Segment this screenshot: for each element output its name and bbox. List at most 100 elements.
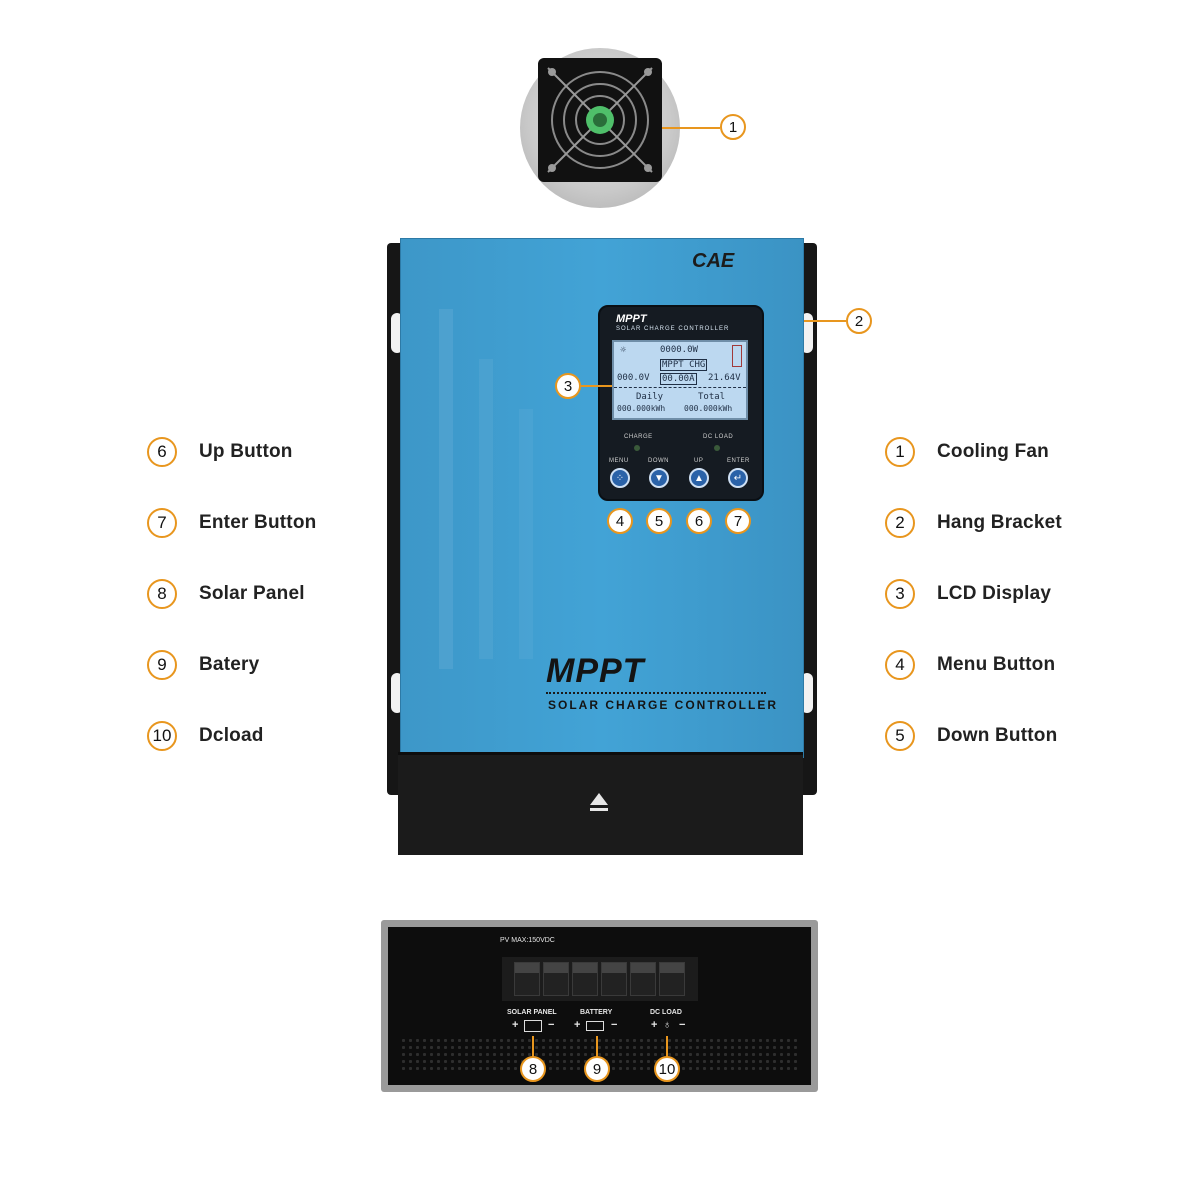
up-button-label: UP	[694, 458, 704, 464]
terminal-cover	[398, 752, 803, 855]
lcd-pv-voltage: 000.0V	[617, 373, 650, 383]
load-plus-sign: +	[651, 1019, 658, 1031]
lightbulb-icon: ♁	[663, 1019, 672, 1031]
dcload-led	[714, 445, 720, 451]
lcd-current: 00.00A	[660, 373, 697, 385]
legend-badge: 6	[147, 437, 177, 467]
brand-logo: CAE	[692, 250, 735, 272]
battery-icon	[586, 1021, 604, 1031]
up-button[interactable]: ▲	[689, 468, 709, 488]
cooling-fan	[538, 58, 662, 182]
callout-9: 9	[584, 1056, 610, 1082]
legend-badge: 5	[885, 721, 915, 751]
bracket-slot	[801, 313, 813, 353]
solar-plus-sign: +	[512, 1019, 519, 1031]
legend-item: 2 Hang Bracket	[885, 506, 1062, 540]
enter-button-label: ENTER	[727, 458, 750, 464]
cover-ridge	[519, 409, 533, 659]
dcload-leader-line	[666, 1036, 668, 1058]
battery-label: BATTERY	[580, 1009, 613, 1016]
lcd-total-label: Total	[698, 392, 726, 402]
terminal-battery-plus	[572, 962, 598, 996]
lcd-leader-line	[580, 385, 612, 387]
lcd-daily-value: 000.000kWh	[617, 404, 666, 413]
battery-plus-sign: +	[574, 1019, 581, 1031]
battery-minus-sign: −	[611, 1019, 618, 1031]
legend-label: Menu Button	[937, 654, 1056, 675]
legend-item: 4 Menu Button	[885, 648, 1055, 682]
legend-label: Cooling Fan	[937, 441, 1049, 462]
terminal-solar-plus	[514, 962, 540, 996]
battery-leader-line	[596, 1036, 598, 1058]
legend-item: 10 Dcload	[147, 719, 264, 753]
legend-label: Down Button	[937, 725, 1058, 746]
bracket-leader-line	[804, 320, 846, 322]
solar-panel-label: SOLAR PANEL	[507, 1009, 557, 1016]
lcd-mode: MPPT CHG	[660, 359, 708, 371]
legend-badge: 7	[147, 508, 177, 538]
solar-minus-sign: −	[548, 1019, 555, 1031]
load-minus-sign: −	[679, 1019, 686, 1031]
lcd-divider	[614, 387, 746, 389]
down-arrow-icon: ▼	[654, 472, 664, 484]
callout-7: 7	[725, 508, 751, 534]
callout-8: 8	[520, 1056, 546, 1082]
callout-6: 6	[686, 508, 712, 534]
menu-button-label: MENU	[609, 458, 629, 464]
battery-level-icon	[732, 345, 742, 367]
legend-badge: 9	[147, 650, 177, 680]
fan-grille-icon	[547, 67, 653, 173]
enter-button[interactable]: ↵	[728, 468, 748, 488]
lcd-battery-voltage: 21.64V	[708, 373, 741, 383]
dcload-led-label: DC LOAD	[703, 434, 734, 440]
down-button-label: DOWN	[648, 458, 669, 464]
callout-10: 10	[654, 1056, 680, 1082]
brand-subtitle: SOLAR CHARGE CONTROLLER	[548, 698, 778, 712]
legend-label: Batery	[199, 654, 260, 675]
lcd-daily-label: Daily	[636, 392, 664, 402]
menu-button[interactable]: ⁘	[610, 468, 630, 488]
legend-label: LCD Display	[937, 583, 1052, 604]
terminal-load-plus	[630, 962, 656, 996]
lcd-power: 0000.0W	[660, 345, 698, 355]
callout-1: 1	[720, 114, 746, 140]
lcd-subtitle: SOLAR CHARGE CONTROLLER	[616, 326, 730, 332]
charge-led	[634, 445, 640, 451]
legend-label: Solar Panel	[199, 583, 305, 604]
legend-item: 3 LCD Display	[885, 577, 1051, 611]
lcd-display: ☼ 0000.0W MPPT CHG 000.0V 00.00A 21.64V …	[612, 340, 748, 420]
brand-title: MPPT	[546, 652, 645, 690]
legend-badge: 8	[147, 579, 177, 609]
up-arrow-icon: ▲	[694, 472, 704, 484]
legend-item: 1 Cooling Fan	[885, 435, 1049, 469]
legend-item: 7 Enter Button	[147, 506, 316, 540]
down-button[interactable]: ▼	[649, 468, 669, 488]
legend-label: Enter Button	[199, 512, 317, 533]
legend-item: 9 Batery	[147, 648, 259, 682]
pv-max-label: PV MAX:150VDC	[500, 937, 555, 944]
legend-label: Hang Bracket	[937, 512, 1062, 533]
legend-item: 8 Solar Panel	[147, 577, 305, 611]
terminal-solar-minus	[543, 962, 569, 996]
legend-badge: 3	[885, 579, 915, 609]
eject-icon	[590, 793, 608, 805]
legend-item: 6 Up Button	[147, 435, 293, 469]
eject-icon-bar	[590, 808, 608, 811]
legend-badge: 1	[885, 437, 915, 467]
sun-icon: ☼	[620, 345, 627, 356]
terminal-block	[502, 957, 698, 1001]
enter-icon: ↵	[733, 472, 743, 484]
bracket-slot	[801, 673, 813, 713]
cover-ridge	[479, 359, 493, 659]
callout-4: 4	[607, 508, 633, 534]
solar-panel-icon	[524, 1020, 542, 1032]
lcd-title: MPPT	[616, 313, 647, 325]
callout-3: 3	[555, 373, 581, 399]
cover-ridge	[439, 309, 453, 669]
legend-badge: 2	[885, 508, 915, 538]
charge-led-label: CHARGE	[624, 434, 653, 440]
legend-badge: 4	[885, 650, 915, 680]
legend-label: Up Button	[199, 441, 293, 462]
lcd-total-value: 000.000kWh	[684, 404, 733, 413]
legend-label: Dcload	[199, 725, 264, 746]
